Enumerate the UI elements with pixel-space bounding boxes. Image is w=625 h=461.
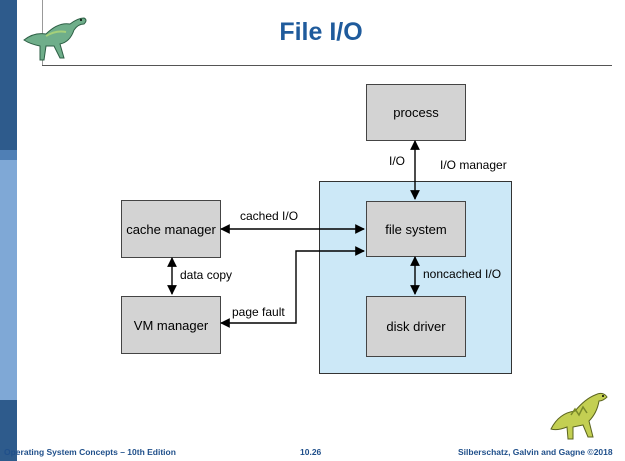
io-label: I/O bbox=[389, 154, 406, 168]
title-vertical-rule bbox=[42, 0, 43, 66]
slide-title: File I/O bbox=[279, 18, 363, 46]
page-fault-arrow bbox=[220, 246, 365, 328]
dinosaur-logo-icon bbox=[23, 17, 87, 61]
slide-footer: Operating System Concepts – 10th Edition… bbox=[0, 443, 625, 461]
cache-manager-label: cache manager bbox=[126, 221, 216, 237]
sidebar-bottom-band bbox=[0, 400, 17, 461]
disk-driver-label: disk driver bbox=[386, 319, 446, 334]
cached-io-label: cached I/O bbox=[240, 209, 299, 223]
file-system-label: file system bbox=[385, 221, 447, 237]
vm-manager-label: VM manager bbox=[133, 317, 209, 333]
title-underline bbox=[42, 65, 612, 66]
data-copy-label: data copy bbox=[180, 268, 233, 282]
sidebar-notch bbox=[0, 150, 17, 162]
footer-copyright: Silberschatz, Galvin and Gagne ©2018 bbox=[458, 447, 613, 457]
process-label: process bbox=[393, 105, 439, 120]
page-fault-label: page fault bbox=[232, 305, 285, 319]
noncached-io-label: noncached I/O bbox=[423, 267, 502, 281]
vm-manager-box: VM manager bbox=[121, 296, 221, 354]
sidebar-light-band bbox=[0, 160, 17, 400]
io-manager-label: I/O manager bbox=[440, 158, 507, 172]
dinosaur-logo-icon bbox=[550, 392, 608, 440]
slide-sidebar bbox=[0, 0, 17, 461]
footer-course: Operating System Concepts – 10th Edition bbox=[4, 447, 176, 457]
footer-page-number: 10.26 bbox=[300, 447, 322, 457]
disk-driver-box: disk driver bbox=[366, 296, 466, 357]
